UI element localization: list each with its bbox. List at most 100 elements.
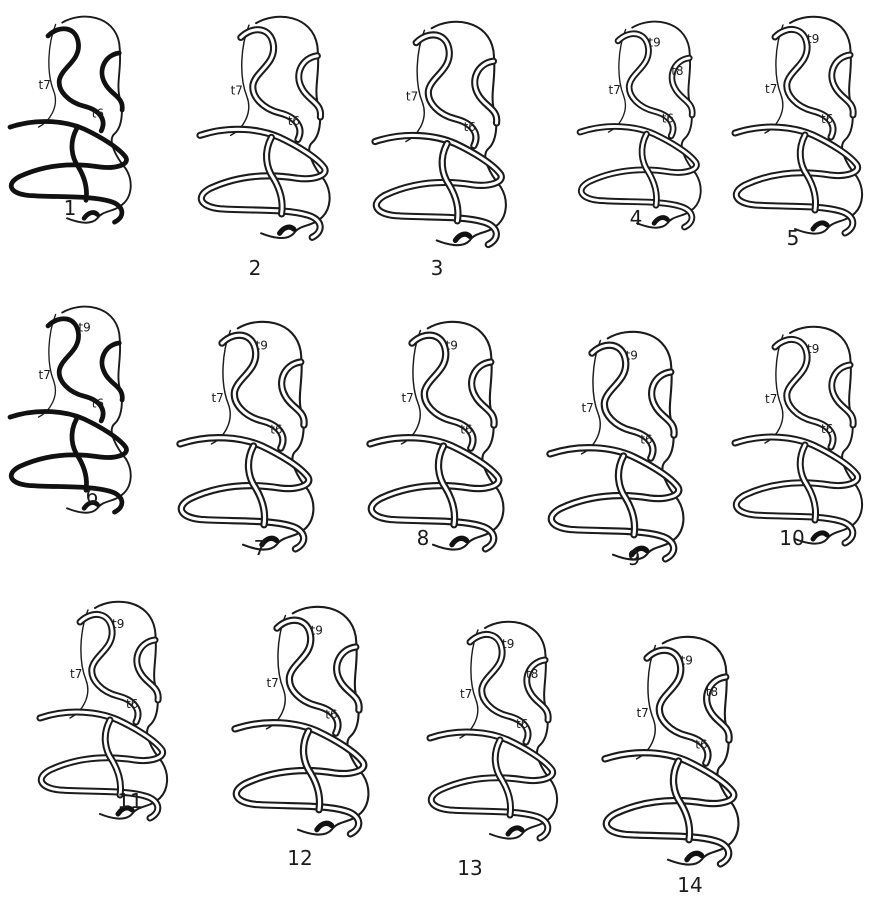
- side-outline: [231, 25, 249, 135]
- side-outline: [402, 331, 421, 444]
- label-t9: t9: [648, 36, 660, 50]
- label-t7: t7: [402, 391, 414, 405]
- label-t7: t7: [231, 84, 243, 98]
- side-outline: [212, 331, 231, 444]
- side-outline: [70, 610, 88, 718]
- label-t6: t6: [325, 707, 337, 721]
- label-t7: t7: [460, 687, 472, 701]
- label-t7: t7: [406, 89, 418, 103]
- figure-number: 10: [779, 526, 804, 550]
- label-t9: t9: [78, 321, 90, 335]
- tail-mark: [687, 853, 702, 859]
- tail-mark: [84, 213, 97, 219]
- lower-band-0: [10, 411, 126, 512]
- label-t7: t7: [582, 401, 594, 415]
- figure-number: 5: [787, 226, 800, 250]
- tail-mark: [280, 227, 294, 233]
- figure-number: 2: [249, 256, 262, 280]
- label-t6: t6: [270, 422, 282, 436]
- label-t6: t6: [460, 422, 472, 436]
- lower-band-0-gap: [370, 438, 499, 549]
- label-t6: t6: [464, 120, 476, 134]
- lower-band-0-gap: [550, 448, 679, 559]
- figure-number: 8: [417, 526, 430, 550]
- label-t6: t6: [126, 697, 138, 711]
- tail-mark: [654, 218, 667, 224]
- figure-11: t9 t7 t6: [40, 602, 167, 819]
- label-t7: t7: [39, 78, 51, 92]
- figure-number: 3: [431, 256, 444, 280]
- figure-number: 6: [86, 484, 99, 508]
- label-t6: t6: [662, 112, 674, 126]
- side-outline: [460, 630, 478, 738]
- label-t9: t9: [807, 342, 819, 356]
- label-t9: t9: [681, 653, 693, 667]
- lower-band-0-gap: [180, 438, 309, 549]
- label-t8: t8: [671, 64, 683, 78]
- side-outline: [609, 30, 626, 133]
- side-outline: [39, 25, 56, 128]
- label-t6: t6: [821, 422, 833, 436]
- label-t8: t8: [706, 685, 718, 699]
- label-t6: t6: [821, 112, 833, 126]
- side-outline: [637, 646, 656, 759]
- side-outline: [765, 335, 783, 443]
- lower-band-0-gap: [235, 723, 364, 834]
- label-t7: t7: [70, 667, 82, 681]
- side-outline: [582, 341, 601, 454]
- tail-mark: [813, 223, 827, 229]
- label-t7: t7: [765, 392, 777, 406]
- figure-number: 7: [254, 536, 267, 560]
- figure-9: t9 t7 t6: [550, 332, 683, 560]
- lower-band-0-gap: [430, 732, 553, 838]
- figure-number: 13: [457, 856, 482, 880]
- figure-number: 12: [287, 846, 312, 870]
- tail-mark: [317, 823, 332, 829]
- tail-mark: [508, 828, 522, 834]
- label-t7: t7: [765, 82, 777, 96]
- label-t6: t6: [695, 737, 707, 751]
- label-t9: t9: [256, 338, 268, 352]
- figure-6: t9 t7 t6: [10, 307, 131, 513]
- label-t7: t7: [267, 676, 279, 690]
- label-t9: t9: [502, 637, 514, 651]
- lower-band-0-gap: [40, 712, 163, 818]
- figure-7: t9 t7 t6: [180, 322, 313, 550]
- figure-13: t9 t8 t7 t6: [430, 622, 557, 839]
- label-t8: t8: [526, 667, 538, 681]
- label-t6: t6: [92, 107, 104, 121]
- figure-12: t9 t7 t6: [235, 607, 368, 835]
- lower-band-0-gap: [200, 129, 325, 237]
- tail-mark: [452, 538, 467, 544]
- label-t9: t9: [112, 617, 124, 631]
- figure-number: 11: [117, 789, 142, 813]
- side-outline: [267, 616, 286, 729]
- figure-number: 1: [64, 196, 77, 220]
- side-outline: [406, 30, 425, 141]
- figure-number: 14: [677, 873, 702, 897]
- label-t6: t6: [640, 432, 652, 446]
- label-t6: t6: [516, 717, 528, 731]
- tail-mark: [813, 533, 827, 539]
- lower-band-0-gap: [605, 753, 734, 864]
- label-t9: t9: [807, 32, 819, 46]
- lower-band-0-gap: [735, 127, 858, 233]
- side-outline: [39, 315, 56, 418]
- label-t9: t9: [311, 623, 323, 637]
- figure-number: 9: [628, 546, 641, 570]
- figure-8: t9 t7 t6: [370, 322, 503, 550]
- figure-number: 4: [630, 206, 643, 230]
- label-t7: t7: [609, 83, 621, 97]
- side-outline: [765, 25, 783, 133]
- figure-1: t7 t6: [10, 17, 131, 223]
- lower-band-0-gap: [375, 135, 501, 244]
- label-t9: t9: [626, 348, 638, 362]
- label-t7: t7: [39, 368, 51, 382]
- tail-mark: [455, 234, 469, 240]
- label-t7: t7: [212, 391, 224, 405]
- label-t6: t6: [92, 397, 104, 411]
- label-t9: t9: [446, 338, 458, 352]
